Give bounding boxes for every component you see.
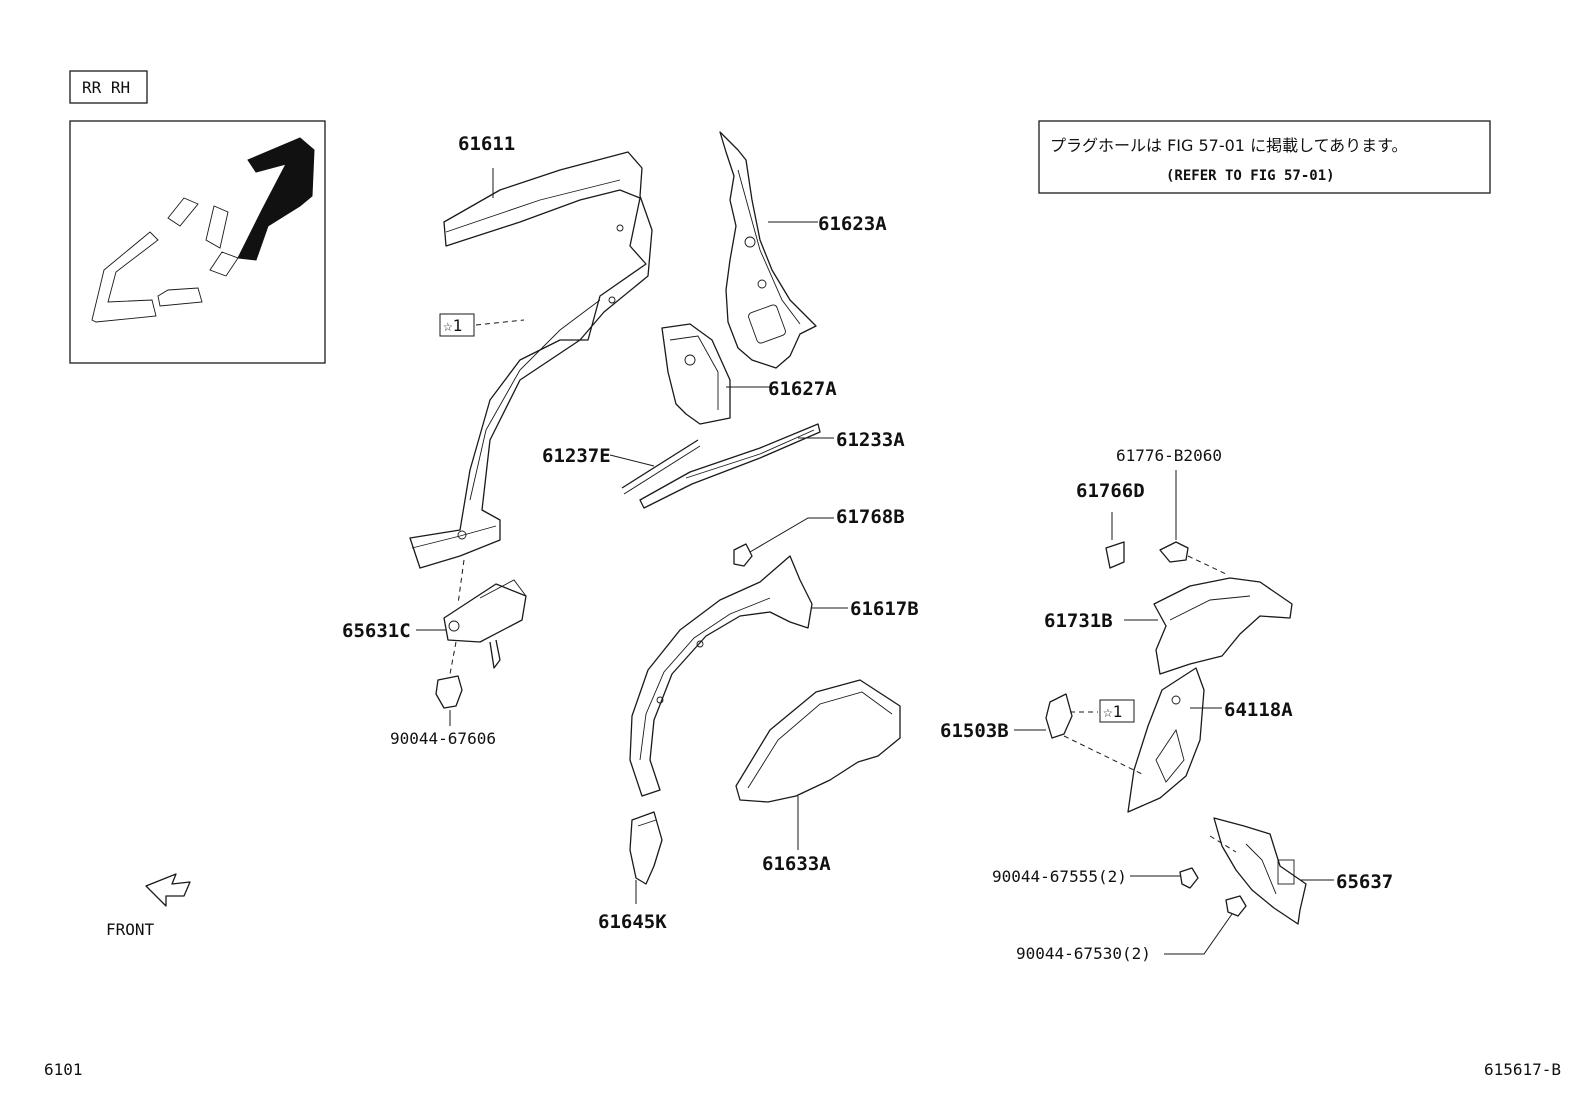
part-61731B: 61731B — [1044, 577, 1293, 675]
label-61617B: 61617B — [850, 598, 919, 620]
label-61233A: 61233A — [836, 429, 905, 451]
part-61233A: 61233A — [639, 423, 905, 509]
label-61237E: 61237E — [542, 445, 611, 467]
view-label-box: RR RH — [69, 70, 148, 104]
part-90044-67555: 90044-67555(2) — [992, 867, 1199, 889]
part-65637: 65637 — [1209, 817, 1393, 925]
note-line-english: (REFER TO FIG 57-01) — [1166, 168, 1335, 184]
ref-mark-right-text: ☆1 — [1103, 702, 1122, 721]
part-64118A: 64118A — [1127, 667, 1293, 813]
part-61645K: 61645K — [598, 811, 667, 933]
label-90044-67530: 90044-67530(2) — [1016, 944, 1151, 963]
ref-mark-left-text: ☆1 — [443, 316, 462, 335]
label-61645K: 61645K — [598, 911, 667, 933]
footer-left-code: 6101 — [44, 1060, 83, 1079]
label-65637: 65637 — [1336, 871, 1393, 893]
label-90044-67606: 90044-67606 — [390, 729, 496, 748]
label-61623A: 61623A — [818, 213, 887, 235]
label-61768B: 61768B — [836, 506, 905, 528]
label-61611: 61611 — [458, 133, 515, 155]
label-61731B: 61731B — [1044, 610, 1113, 632]
part-90044-67530: 90044-67530(2) — [1016, 895, 1247, 963]
part-61766D: 61766D — [1076, 480, 1145, 569]
part-61503B: 61503B ☆1 — [940, 693, 1143, 775]
label-61776-B2060: 61776-B2060 — [1116, 446, 1222, 465]
label-64118A: 64118A — [1224, 699, 1293, 721]
view-label: RR RH — [82, 78, 130, 97]
part-61617B-wheelhouse-inner: 61617B — [629, 555, 919, 797]
part-61633A-liner: 61633A — [735, 679, 901, 875]
part-61611-quarter-panel: 61611 — [409, 133, 653, 569]
label-61503B: 61503B — [940, 720, 1009, 742]
label-61627A: 61627A — [768, 378, 837, 400]
label-61766D: 61766D — [1076, 480, 1145, 502]
label-65631C: 65631C — [342, 620, 411, 642]
part-61627A: 61627A — [661, 323, 837, 425]
label-90044-67555: 90044-67555(2) — [992, 867, 1127, 886]
part-90044-67606-clip: 90044-67606 — [390, 641, 496, 748]
note-line-japanese: プラグホールは FIG 57-01 に掲載してあります。 — [1050, 136, 1408, 155]
part-61776-B2060: 61776-B2060 — [1116, 446, 1227, 575]
locator-inset — [69, 120, 326, 364]
part-61237E: 61237E — [542, 439, 701, 495]
part-61623A: 61623A — [719, 131, 887, 369]
ref-mark-left: ☆1 — [439, 313, 525, 337]
part-61768B: 61768B — [733, 506, 905, 567]
note-box: プラグホールは FIG 57-01 に掲載してあります。 (REFER TO F… — [1038, 120, 1491, 194]
footer-right-code: 615617-B — [1484, 1060, 1561, 1079]
front-direction-arrow: FRONT — [106, 873, 191, 939]
label-61633A: 61633A — [762, 853, 831, 875]
part-65631C: 65631C — [342, 559, 527, 669]
front-label: FRONT — [106, 920, 155, 939]
